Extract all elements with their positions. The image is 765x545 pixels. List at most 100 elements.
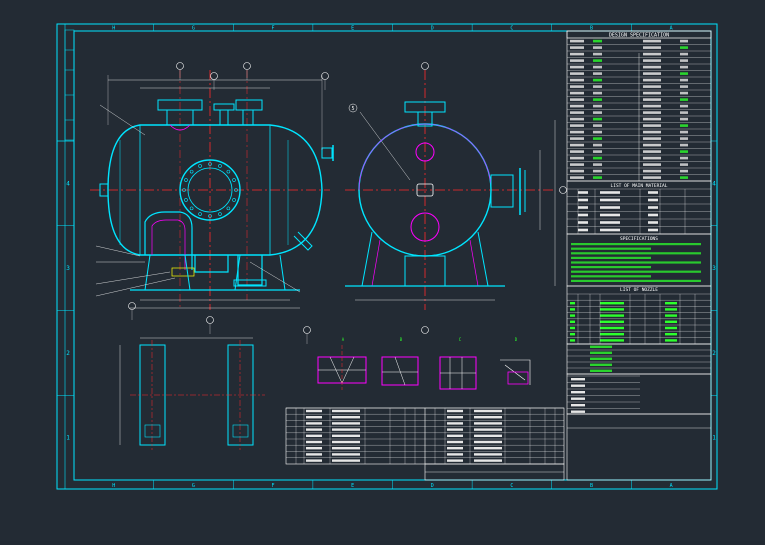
spec-row-value-mark [593,91,602,95]
spec-row-key-mark [570,78,584,82]
bottom-zone-label: A [670,483,673,489]
bom-row-mark [332,459,360,462]
material-list-table[interactable]: LIST OF MAIN MATERIAL [566,180,712,235]
material-row-mark [600,221,620,224]
nozzle-list-table[interactable]: LIST OF NOZZLE [566,285,712,345]
bom-rows [286,407,564,464]
bom-row-mark [332,428,360,431]
bom-row-mark [474,422,502,425]
spec-row-value-mark [593,52,602,56]
bom-row-mark [306,459,322,462]
spec-row-value-mark [593,176,602,179]
bill-of-materials[interactable] [285,407,565,481]
detail-d-frame [507,371,529,385]
detail-b-frame [381,356,419,386]
spec-row-value-mark [680,65,688,69]
spec-row-key-mark [570,169,584,173]
spec-row-value-mark [593,59,602,62]
nozzle-row-mark [570,320,575,323]
bom-row-mark [474,428,502,431]
note-line [571,256,651,259]
design-specification-table[interactable]: DESIGN SPECIFICATION [566,30,712,182]
front-view[interactable] [90,62,411,345]
nozzle-row-mark [570,314,575,317]
bom-row-mark [306,422,322,425]
side-view[interactable]: 5 [345,62,567,334]
material-row-mark [578,221,588,224]
spec-row-value-mark [593,111,602,114]
spec-row-key-mark [643,52,661,56]
bom-row-mark [474,440,502,444]
binding-strip [64,29,75,141]
bolt-hole [184,198,188,202]
front-leader-lines [95,104,411,297]
nozzle-row-mark [665,320,677,323]
spec-row-value-mark [593,169,602,173]
bolt-hole [208,162,212,166]
spec-row-key-mark [643,98,661,101]
nozzle-row-mark [665,339,677,342]
spec-row-key-mark [643,65,661,69]
internal-pipe-inner [151,219,186,270]
bom-row-mark [332,409,360,413]
side-nozzle-left [99,183,109,197]
spec-row-value-mark [593,130,602,134]
bom-row-mark [332,416,360,419]
detail-c-weld [440,357,476,389]
spec-row-value-mark [593,163,602,166]
bolt-hole [226,206,231,211]
spec-row-value-mark [680,59,688,62]
bolt-hole [226,169,231,174]
spec-row-key-mark [570,143,584,147]
note-line [571,279,701,282]
bom-row-mark [332,422,360,425]
spec-row-value-mark [680,111,688,114]
side-row-label-right: 4 [712,180,716,187]
revision-row-mark [590,357,612,360]
nozzle-row-mark [600,308,624,311]
bom-row-mark [332,447,360,450]
balloon [559,186,567,194]
specification-notes[interactable]: SPECIFICATIONS [566,233,712,287]
nozzle-row-mark [665,333,677,336]
note-line [571,270,701,273]
detail-b-weld [382,356,418,386]
spec-row-value-mark [593,156,602,160]
approval-row-mark [571,397,585,400]
bom-row-mark [332,440,360,444]
bottom-zone-label: B [590,483,593,489]
spec-row-key-mark [570,130,584,134]
spec-row-key-mark [570,156,584,160]
spec-row-key-mark [570,163,584,166]
manway-flange [179,159,241,221]
revision-block[interactable] [566,343,712,481]
bolt-hole [232,178,236,182]
spec-row-value-mark [680,124,688,127]
spec-row-key-mark [643,46,661,49]
spec-row-key-mark [570,52,584,56]
approval-row-mark [571,404,585,407]
spec-row-key-mark [643,78,661,82]
bottom-diagonal-nozzle [293,231,313,251]
weld-details[interactable]: A B C D [317,337,531,390]
revision-row-mark [590,351,612,354]
spec-row-key-mark [570,91,584,95]
bottom-zone-label: D [431,483,434,489]
side-row-label-right: 3 [712,265,716,272]
bolt-hole [218,164,222,168]
bolt-hole [198,212,202,216]
saddle-plan-view[interactable] [119,337,265,450]
spec-row-value-mark [680,98,688,101]
spec-row-key-mark [570,98,584,101]
spec-row-value-mark [593,104,602,108]
material-row-mark [600,206,620,209]
material-row-mark [600,198,620,202]
internal-pipe-top [169,124,191,131]
nozzle-table-rows [567,293,711,344]
detail-b-title: B [400,337,403,342]
nozzle-row-mark [665,314,677,317]
material-row-mark [600,213,620,217]
